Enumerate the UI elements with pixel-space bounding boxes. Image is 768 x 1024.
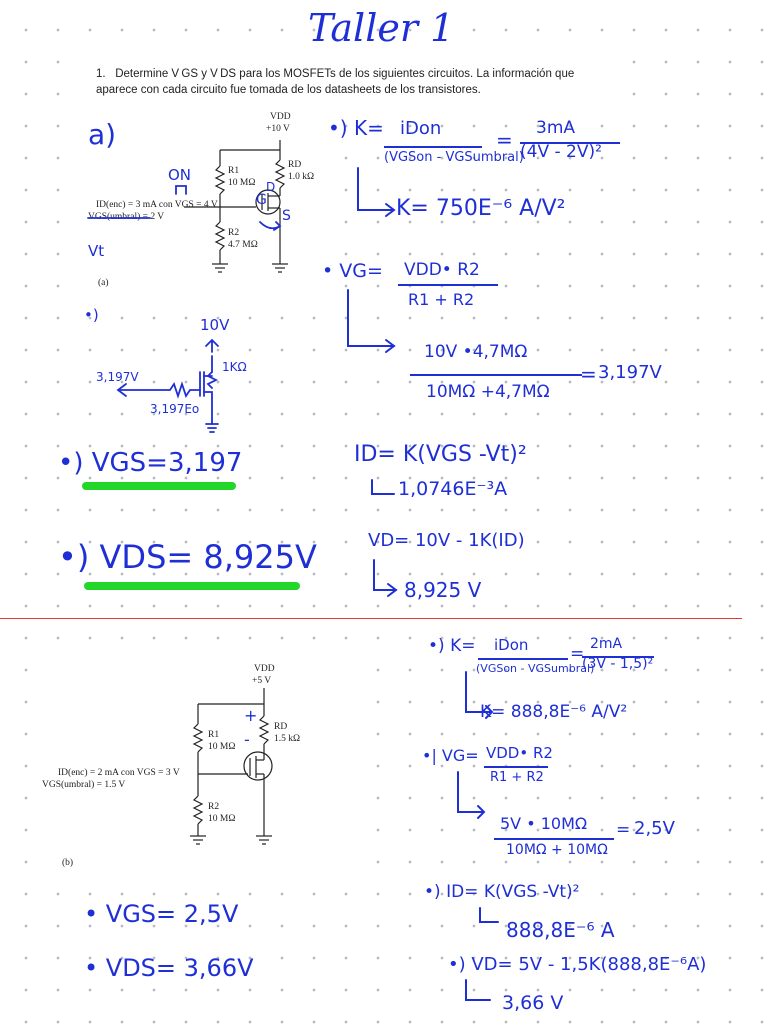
calc-a-vg-num: VDD• R2: [404, 260, 480, 280]
calc-a-vg-result: 3,197V: [598, 362, 662, 383]
circuit-a-caption: (a): [98, 278, 109, 288]
circuit-a-r1-label: R1: [228, 166, 240, 176]
calc-a-id-result: 1,0746E⁻³A: [398, 478, 508, 500]
circuit-a-rd-value: 1.0 kΩ: [288, 172, 315, 182]
calc-b-vg-fraction-line-2: [494, 838, 614, 840]
sketch-a-label: •): [84, 306, 99, 324]
calc-b-k-result: K= 888,8E⁻⁶ A/V²: [480, 702, 628, 722]
calc-b-id-eq: •) ID= K(VGS -Vt)²: [424, 882, 580, 902]
calc-a-vg-num2: 10V •4,7MΩ: [424, 342, 528, 362]
calc-b-k-fraction-line: [478, 658, 568, 660]
calc-a-k-num2: 3mA: [536, 118, 576, 138]
calc-a-vg-prefix: • VG=: [322, 260, 383, 282]
calc-b-k-den2: (3V - 1,5)²: [582, 656, 654, 672]
calc-b-vg-num2: 5V • 10MΩ: [500, 814, 588, 833]
calc-b-k-fraction-line-2: [582, 656, 654, 658]
calc-a-vg-den2: 10MΩ +4,7MΩ: [426, 382, 550, 402]
answer-a-vgs: •) VGS=3,197: [58, 448, 243, 478]
note-a-d-label: D: [266, 180, 276, 194]
calc-b-vg-den: R1 + R2: [490, 770, 544, 785]
calc-b-k-den: (VGSon - VGSumbral): [476, 662, 595, 675]
calc-b-k-prefix: •) K=: [428, 636, 476, 656]
calc-a-k-result: K= 750E⁻⁶ A/V²: [396, 196, 566, 221]
note-a-label: a): [88, 118, 117, 151]
circuit-a-r2-label: R2: [228, 228, 240, 238]
problem-number: 1.: [96, 68, 106, 80]
calc-b-vg-fraction-line: [484, 766, 548, 768]
calc-b-vg-prefix: •| VG=: [422, 746, 479, 765]
calc-b-id-result: 888,8E⁻⁶ A: [506, 918, 615, 942]
sketch-a-rd: 1KΩ: [222, 360, 247, 374]
circuit-b-rd-value: 1.5 kΩ: [274, 734, 301, 744]
calc-a-k-prefix: •) K=: [328, 116, 384, 140]
circuit-b-vdd-label: VDD: [254, 664, 275, 674]
circuit-b-r1-label: R1: [208, 730, 220, 740]
answer-a-vds: •) VDS= 8,925V: [58, 538, 317, 576]
sketch-a-vg: 3,197Eo: [150, 402, 200, 416]
problem-text: Determine V GS y V DS para los MOSFETs d…: [96, 68, 575, 96]
circuit-a-figure: VDD +10 V R1 10 MΩ RD 1.0 kΩ R2 4.7 MΩ I…: [84, 110, 324, 292]
calc-a-arrows: [87, 167, 398, 597]
answer-b-vgs: • VGS= 2,5V: [84, 900, 239, 928]
circuit-a-r1-value: 10 MΩ: [228, 178, 256, 188]
circuit-a-vdd-label: VDD: [270, 112, 291, 122]
note-a-s-label: S: [282, 208, 291, 224]
calc-b-vg-num: VDD• R2: [486, 744, 553, 762]
circuit-b-vt-spec: VGS(umbral) = 1.5 V: [42, 780, 126, 790]
calc-b-k-num2: 2mA: [590, 636, 623, 652]
circuit-b-r2-label: R2: [208, 802, 220, 812]
calc-a-vg-den: R1 + R2: [408, 290, 475, 309]
calc-b-vg-den2: 10MΩ + 10MΩ: [506, 842, 608, 858]
note-a-on-label: ON: [168, 166, 192, 184]
sketch-a-10v: 10V: [200, 316, 230, 334]
calc-b-vd-eq: •) VD= 5V - 1,5K(888,8E⁻⁶A): [448, 954, 707, 975]
circuit-a-schematic: [184, 140, 288, 273]
sketch-a-vin: 3,197V: [96, 370, 139, 384]
calc-a-k-eq: =: [496, 128, 513, 152]
answer-a-vgs-highlight: [82, 482, 236, 490]
section-divider: [0, 618, 742, 619]
circuit-b-figure: VDD +5 V R1 10 MΩ RD 1.5 kΩ R2 10 MΩ ID(…: [34, 650, 360, 882]
calc-a-vd-eq: VD= 10V - 1K(ID): [368, 530, 525, 551]
calc-b-vg-eq: =: [616, 820, 631, 840]
answer-b-vds: • VDS= 3,66V: [84, 954, 254, 982]
calc-b-vg-result: 2,5V: [634, 818, 675, 839]
calc-a-k-fraction-line-2: [520, 142, 620, 144]
calc-a-k-den2: (4V - 2V)²: [520, 142, 602, 162]
problem-statement: 1. Determine V GS y V DS para los MOSFET…: [88, 60, 624, 108]
circuit-b-minus-sign: -: [244, 730, 250, 749]
calc-b-k-num: iDon: [494, 636, 529, 654]
circuit-a-vt-spec: VGS(umbral) = 2 V: [88, 212, 165, 222]
calc-a-id-eq: ID= K(VGS -Vt)²: [354, 442, 527, 467]
calc-a-vg-fraction-line: [398, 284, 498, 286]
circuit-b-plus-sign: +: [244, 706, 258, 725]
circuit-a-id-spec: ID(enc) = 3 mA con VGS = 4 V: [96, 200, 218, 210]
circuit-b-vdd-value: +5 V: [252, 676, 272, 686]
circuit-b-r1-value: 10 MΩ: [208, 742, 236, 752]
circuit-b-r2-value: 10 MΩ: [208, 814, 236, 824]
calc-a-k-den: (VGSon - VGSumbral): [384, 150, 524, 165]
calc-a-vg-eq: =: [580, 362, 597, 386]
calc-a-vd-result: 8,925 V: [404, 578, 482, 602]
circuit-b-rd-label: RD: [274, 722, 288, 732]
note-a-g-label: G: [256, 192, 267, 208]
calc-b-k-eq: =: [570, 644, 585, 664]
note-a-vt-label: Vt: [88, 242, 105, 260]
circuit-b-schematic: [190, 688, 273, 845]
circuit-a-vdd-value: +10 V: [266, 124, 290, 134]
circuit-a-r2-value: 4.7 MΩ: [228, 240, 258, 250]
calc-b-vd-result: 3,66 V: [502, 992, 564, 1014]
calc-a-vg-fraction-line-2: [410, 374, 582, 376]
circuit-a-rd-label: RD: [288, 160, 302, 170]
circuit-b-caption: (b): [62, 858, 74, 868]
page-title: Taller 1: [308, 6, 455, 50]
answer-a-vds-highlight: [84, 582, 300, 590]
circuit-b-id-spec: ID(enc) = 2 mA con VGS = 3 V: [58, 768, 180, 778]
calc-a-k-fraction-line: [384, 146, 482, 148]
calc-a-k-num: iDon: [400, 118, 442, 139]
